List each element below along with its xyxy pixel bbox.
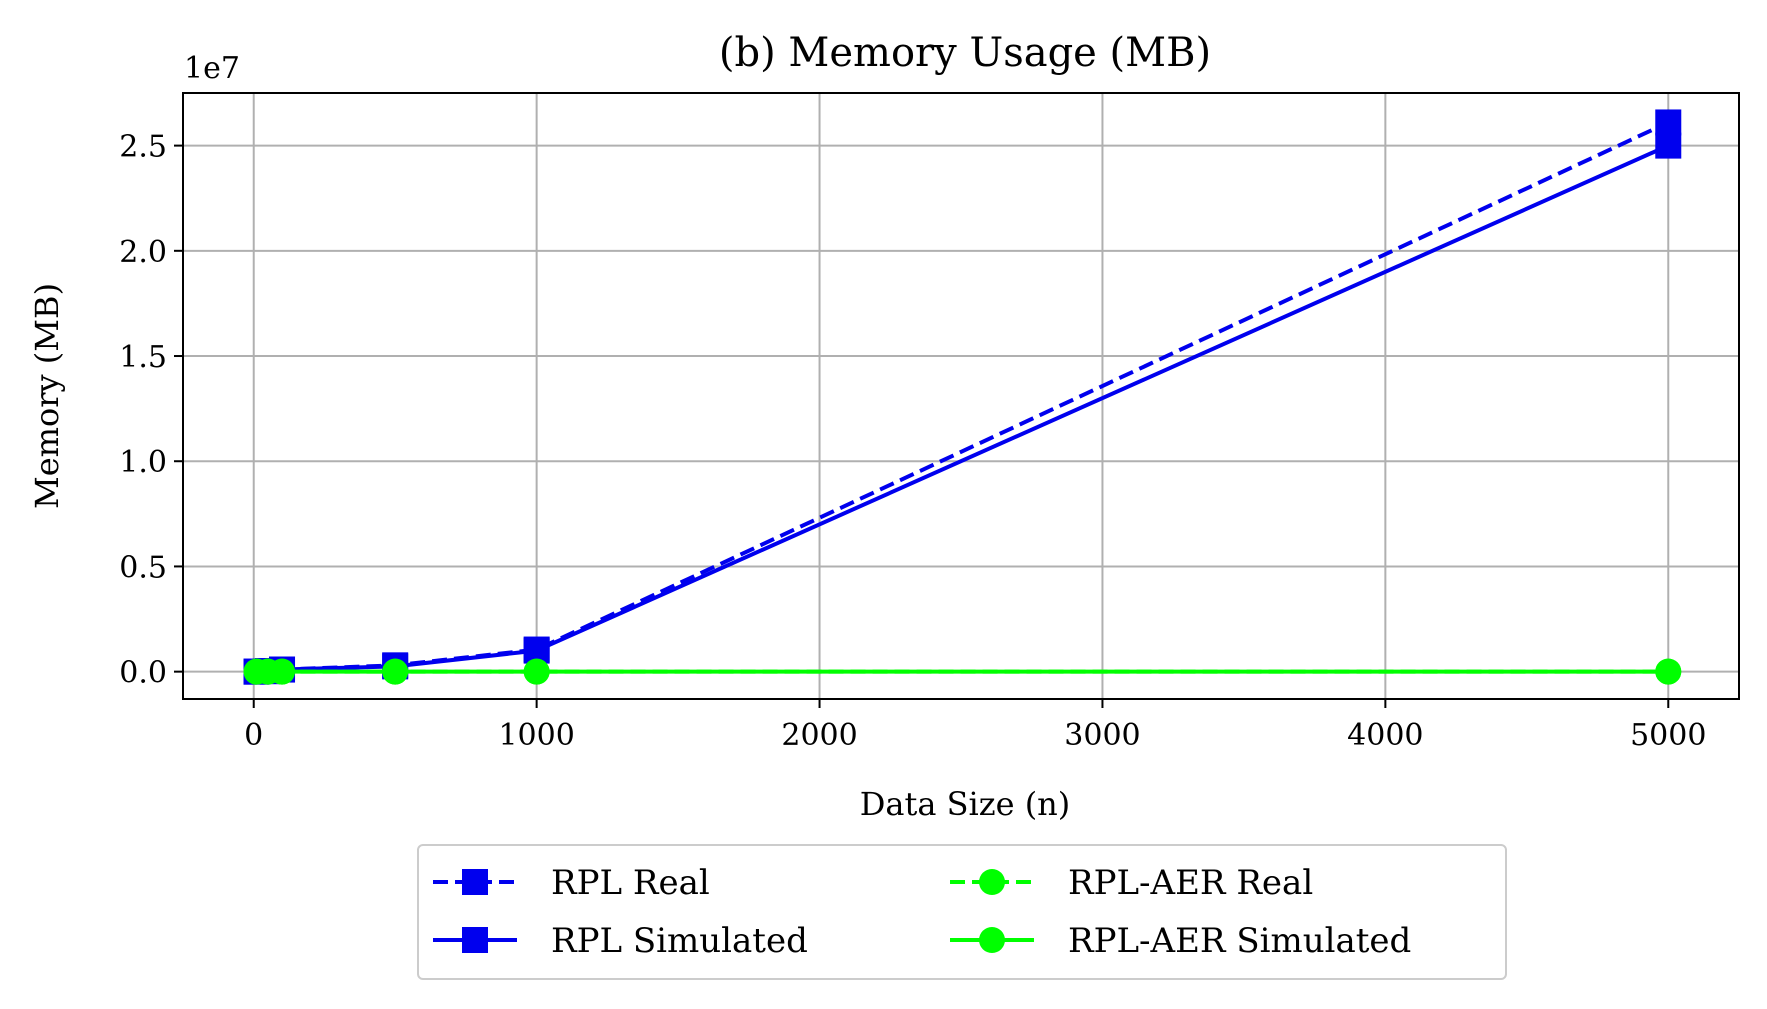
y-offset-label: 1e7 bbox=[184, 51, 240, 86]
legend-marker bbox=[462, 927, 488, 953]
y-tick-label: 1.0 bbox=[119, 445, 167, 480]
y-tick-label: 2.0 bbox=[119, 235, 167, 270]
data-point bbox=[1655, 132, 1682, 159]
x-tick-label: 0 bbox=[244, 718, 263, 753]
x-tick-label: 1000 bbox=[498, 718, 574, 753]
y-tick-label: 1.5 bbox=[119, 340, 167, 375]
legend-item-rpl-aer-real: RPL-AER Real bbox=[950, 863, 1313, 903]
series-rpl-aer-simulated bbox=[243, 658, 1682, 685]
x-tick-label: 2000 bbox=[781, 718, 857, 753]
legend-label: RPL Simulated bbox=[551, 921, 808, 961]
legend-marker bbox=[979, 927, 1005, 953]
data-point bbox=[1655, 109, 1682, 136]
y-tick-label: 2.5 bbox=[119, 130, 167, 165]
data-point bbox=[1655, 658, 1682, 685]
data-point bbox=[382, 658, 409, 685]
x-axis-label: Data Size (n) bbox=[860, 785, 1071, 823]
x-tick-label: 5000 bbox=[1630, 718, 1706, 753]
data-point bbox=[523, 658, 550, 685]
y-tick-label: 0.0 bbox=[119, 656, 167, 691]
legend-label: RPL Real bbox=[551, 863, 710, 903]
legend-label: RPL-AER Simulated bbox=[1068, 921, 1411, 961]
chart-title: (b) Memory Usage (MB) bbox=[719, 30, 1211, 76]
legend-item-rpl-simulated: RPL Simulated bbox=[433, 921, 808, 961]
legend-marker bbox=[462, 869, 488, 895]
legend-label: RPL-AER Real bbox=[1068, 863, 1313, 903]
plot-series bbox=[243, 109, 1682, 685]
plot-frame bbox=[182, 92, 1740, 700]
x-tick-label: 4000 bbox=[1347, 718, 1423, 753]
x-tick-label: 3000 bbox=[1064, 718, 1140, 753]
data-point bbox=[269, 658, 296, 685]
legend-frame bbox=[417, 844, 1507, 980]
y-axis-label: Memory (MB) bbox=[28, 283, 66, 509]
y-tick-label: 0.5 bbox=[119, 550, 167, 585]
legend-item-rpl-real: RPL Real bbox=[433, 863, 710, 903]
legend-marker bbox=[979, 869, 1005, 895]
axis-ticks: 0 1000 2000 3000 4000 5000 0.0 0.5 1.0 1.5 2.0 2.5 bbox=[119, 130, 1706, 753]
legend-item-rpl-aer-simulated: RPL-AER Simulated bbox=[950, 921, 1411, 961]
